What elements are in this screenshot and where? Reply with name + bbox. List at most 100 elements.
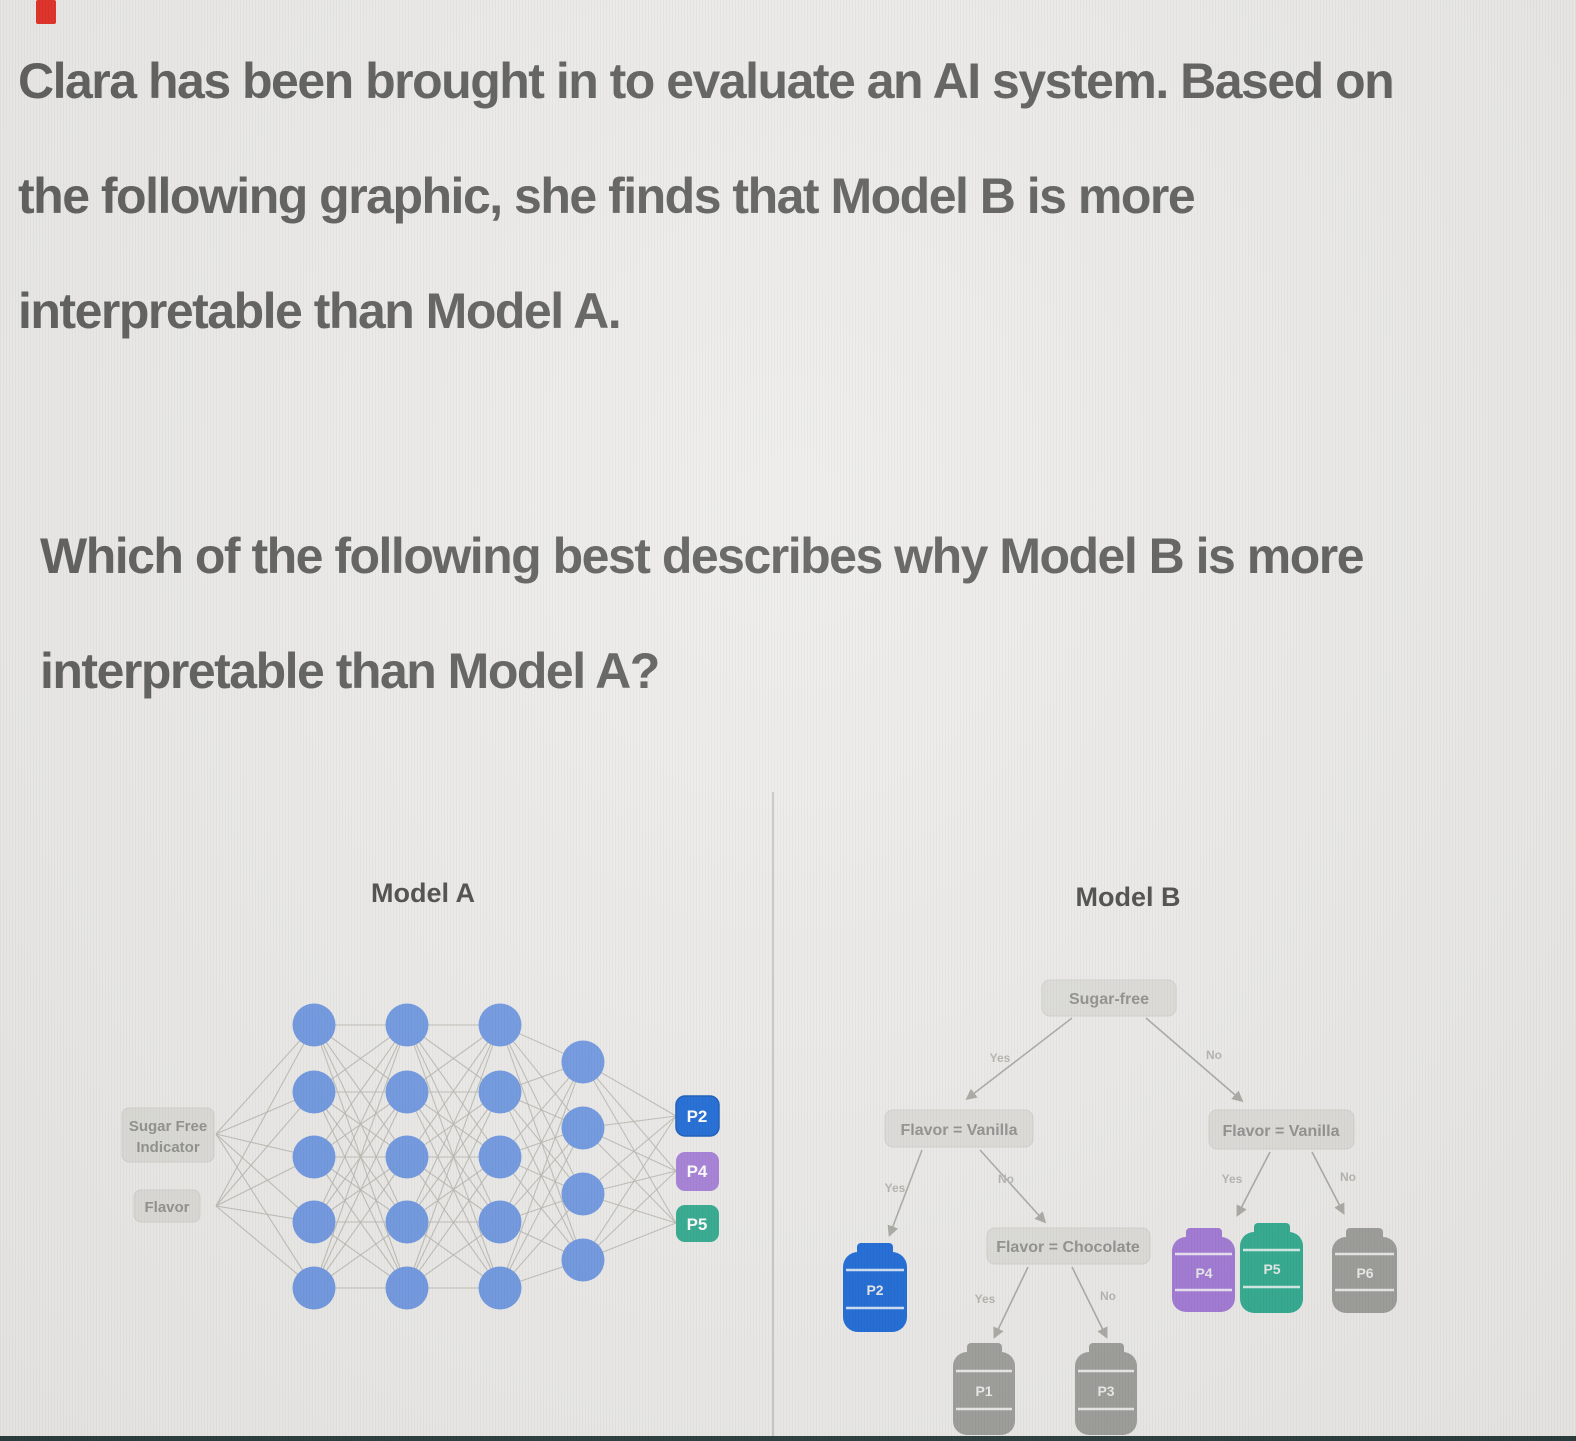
tree-edge-choc-no [1071, 1266, 1108, 1339]
branch-label-yes: Yes [990, 1051, 1011, 1065]
question-text-line: Which of the following best describes wh… [40, 528, 1365, 584]
tree-edge-left-no [979, 1149, 1047, 1224]
network-edge [406, 1024, 501, 1289]
network-edge [406, 1091, 501, 1289]
leaf-bottle-p3: P3 [1075, 1343, 1137, 1435]
network-neuron-node [561, 1040, 605, 1084]
network-neuron-node [292, 1135, 336, 1179]
leaf-label: P2 [866, 1282, 883, 1298]
network-edge [215, 1024, 315, 1135]
input-label-text: Sugar Free [129, 1118, 207, 1135]
tree-edge-right-yes [1236, 1151, 1271, 1217]
network-neuron-node [478, 1003, 522, 1047]
network-neuron-node [478, 1135, 522, 1179]
tree-edge-choc-yes [993, 1266, 1029, 1339]
tree-edge-right-no [1311, 1151, 1345, 1215]
branch-label-yes: Yes [885, 1181, 906, 1195]
model-b-title: Model B [1075, 882, 1181, 912]
output-badge-p5: P5 [676, 1205, 719, 1242]
network-neuron-node [292, 1200, 336, 1244]
model-a-title: Model A [371, 878, 475, 908]
network-edge [499, 1061, 584, 1289]
network-edge [215, 1133, 315, 1289]
question-text-line: interpretable than Model A? [40, 643, 660, 699]
tree-node-label: Flavor = Vanilla [901, 1122, 1018, 1139]
output-badge-label: P4 [687, 1162, 708, 1181]
leaf-label: P3 [1097, 1383, 1114, 1399]
network-neuron-node [292, 1003, 336, 1047]
question-text-line: the following graphic, she finds that Mo… [18, 168, 1196, 224]
tree-node-flavor-chocolate: Flavor = Chocolate [986, 1227, 1151, 1265]
network-neuron-node [385, 1266, 429, 1310]
output-badge-p2: P2 [675, 1095, 720, 1137]
leaf-label: P4 [1195, 1265, 1212, 1281]
model-a-diagram: Sugar Free Indicator Flavor P2 P4 P5 [121, 1003, 720, 1310]
network-edge [582, 1115, 677, 1261]
output-badge-label: P5 [687, 1215, 708, 1234]
bottom-screen-edge-bar [0, 1436, 1576, 1441]
leaf-label: P1 [975, 1383, 992, 1399]
question-text-line: Clara has been brought in to evaluate an… [18, 53, 1395, 109]
network-edge [313, 1024, 408, 1158]
tree-node-flavor-vanilla-right: Flavor = Vanilla [1208, 1109, 1355, 1150]
tree-node-sugar-free: Sugar-free [1041, 979, 1177, 1017]
network-neuron-node [385, 1200, 429, 1244]
tree-node-label: Flavor = Vanilla [1223, 1123, 1340, 1140]
branch-label-yes: Yes [975, 1292, 996, 1306]
leaf-label: P5 [1263, 1261, 1280, 1277]
network-edge [313, 1091, 408, 1289]
output-badge-p4: P4 [676, 1152, 719, 1191]
network-edge [406, 1024, 501, 1158]
network-neuron-node [561, 1238, 605, 1282]
network-edge [215, 1091, 315, 1207]
network-edge [215, 1024, 315, 1207]
red-recording-mark [36, 0, 56, 24]
input-label-flavor: Flavor [133, 1189, 201, 1223]
network-edge [582, 1061, 677, 1224]
network-neuron-node [478, 1200, 522, 1244]
network-neuron-node [385, 1135, 429, 1179]
network-edge [582, 1127, 677, 1224]
tree-node-label: Sugar-free [1069, 991, 1149, 1008]
question-text-line: interpretable than Model A. [18, 283, 622, 339]
network-edge [406, 1156, 501, 1289]
network-edge [313, 1156, 408, 1289]
tree-edge-root-no [1145, 1017, 1244, 1103]
branch-label-no: No [998, 1172, 1014, 1186]
network-neuron-node [478, 1070, 522, 1114]
network-neuron-node [561, 1106, 605, 1150]
branch-label-yes: Yes [1222, 1172, 1243, 1186]
panel-divider [772, 792, 774, 1441]
branch-label-no: No [1340, 1170, 1356, 1184]
network-edge [313, 1024, 408, 1289]
network-neuron-node [478, 1266, 522, 1310]
leaf-bottle-p6: P6 [1332, 1228, 1397, 1313]
network-edge [582, 1061, 677, 1172]
leaf-bottle-p5: P5 [1240, 1223, 1303, 1313]
leaf-label: P6 [1356, 1265, 1373, 1281]
branch-label-no: No [1206, 1048, 1222, 1062]
tree-node-label: Flavor = Chocolate [996, 1239, 1140, 1256]
output-badge-label: P2 [687, 1107, 708, 1126]
network-edge [313, 1024, 408, 1223]
input-label-text: Indicator [136, 1139, 200, 1156]
network-edge [406, 1024, 501, 1223]
network-neuron-node [292, 1266, 336, 1310]
network-edge [215, 1133, 315, 1223]
branch-label-no: No [1100, 1289, 1116, 1303]
tree-edge-left-yes [887, 1149, 923, 1237]
network-edge [499, 1061, 584, 1223]
network-neuron-node [385, 1070, 429, 1114]
network-neuron-node [292, 1070, 336, 1114]
network-edge [499, 1127, 584, 1289]
input-label-sugar-free-indicator: Sugar Free Indicator [121, 1107, 215, 1163]
tree-node-flavor-vanilla-left: Flavor = Vanilla [884, 1109, 1034, 1148]
network-neuron-node [385, 1003, 429, 1047]
input-label-text: Flavor [144, 1199, 189, 1216]
tree-edge-root-yes [965, 1017, 1073, 1100]
leaf-bottle-p4: P4 [1172, 1228, 1235, 1312]
leaf-bottle-p2: P2 [843, 1243, 907, 1332]
model-b-diagram: Yes No Yes No Yes No Yes No Sugar-free F… [843, 979, 1397, 1435]
leaf-bottle-p1: P1 [953, 1343, 1015, 1435]
